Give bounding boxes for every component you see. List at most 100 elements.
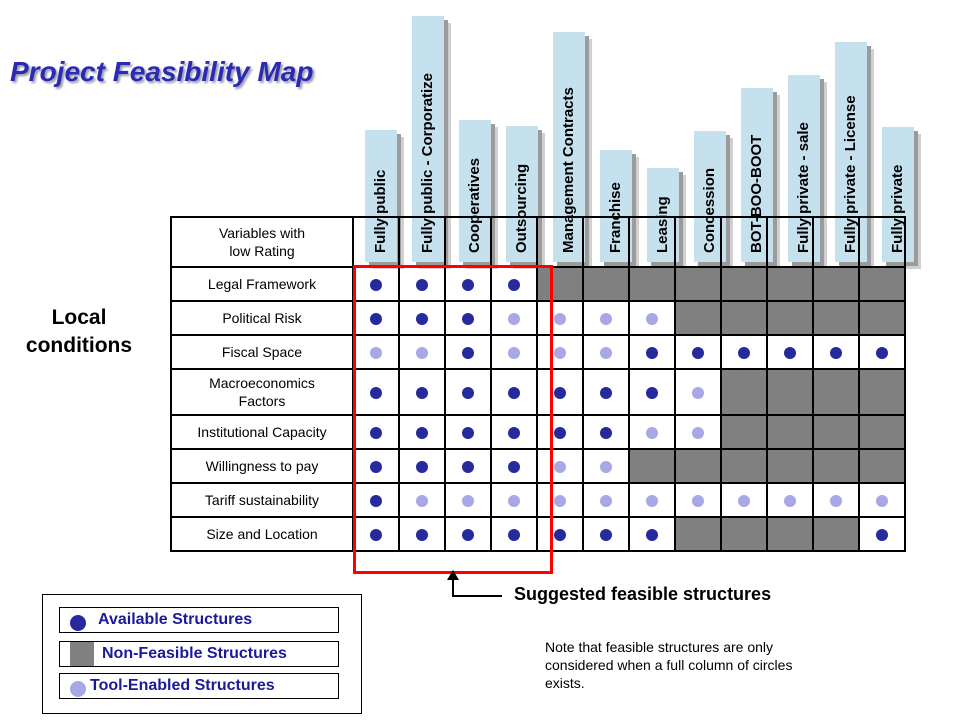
variable-label-cell: Size and Location bbox=[170, 516, 354, 552]
variable-label: Willingness to pay bbox=[205, 458, 319, 474]
available-cell bbox=[444, 300, 492, 336]
tool-enabled-circle-icon bbox=[554, 313, 566, 326]
non-feasible-cell bbox=[536, 266, 584, 302]
non-feasible-cell bbox=[674, 516, 722, 552]
available-circle-icon bbox=[600, 529, 612, 542]
available-cell bbox=[720, 334, 768, 370]
legend-tool-enabled: Tool-Enabled Structures bbox=[59, 673, 339, 699]
tool-enabled-circle-icon bbox=[830, 495, 842, 508]
available-circle-icon bbox=[876, 347, 888, 360]
matrix-row: Willingness to pay bbox=[170, 448, 906, 484]
available-circle-icon bbox=[830, 347, 842, 360]
tool-enabled-cell bbox=[582, 448, 630, 484]
tool-enabled-cell bbox=[582, 300, 630, 336]
tool-enabled-circle-icon bbox=[70, 681, 86, 697]
available-circle-icon bbox=[462, 347, 474, 360]
tool-enabled-cell bbox=[490, 334, 538, 370]
variable-label-cell: Institutional Capacity bbox=[170, 414, 354, 450]
suggested-structures-label: Suggested feasible structures bbox=[514, 584, 772, 604]
available-circle-icon bbox=[370, 427, 382, 440]
available-cell bbox=[628, 516, 676, 552]
available-cell bbox=[582, 368, 630, 416]
available-circle-icon bbox=[554, 529, 566, 542]
header-spacer bbox=[490, 216, 538, 268]
arrow-shaft bbox=[452, 574, 454, 596]
tool-enabled-cell bbox=[674, 368, 722, 416]
feasibility-note: Note that feasible structures are only c… bbox=[545, 639, 793, 691]
available-cell bbox=[490, 516, 538, 552]
available-cell bbox=[490, 414, 538, 450]
tool-enabled-circle-icon bbox=[692, 427, 704, 440]
tool-enabled-circle-icon bbox=[554, 495, 566, 508]
variable-label: Size and Location bbox=[206, 526, 318, 542]
variables-header-cell: Variables with low Rating bbox=[170, 216, 354, 268]
tool-enabled-circle-icon bbox=[462, 495, 474, 508]
tool-enabled-cell bbox=[536, 482, 584, 518]
available-circle-icon bbox=[370, 313, 382, 326]
available-cell bbox=[398, 300, 446, 336]
available-circle-icon bbox=[646, 347, 658, 360]
tool-enabled-cell bbox=[858, 482, 906, 518]
available-cell bbox=[858, 334, 906, 370]
available-cell bbox=[628, 368, 676, 416]
available-circle-icon bbox=[508, 461, 520, 474]
header-spacer bbox=[582, 216, 630, 268]
non-feasible-cell bbox=[674, 448, 722, 484]
available-circle-icon bbox=[416, 461, 428, 474]
non-feasible-cell bbox=[812, 300, 860, 336]
matrix-row: Legal Framework bbox=[170, 266, 906, 302]
variable-label: Fiscal Space bbox=[221, 344, 303, 360]
available-cell bbox=[352, 482, 400, 518]
available-circle-icon bbox=[462, 387, 474, 400]
available-circle-icon bbox=[370, 529, 382, 542]
available-cell bbox=[398, 368, 446, 416]
arrow-connector bbox=[452, 595, 502, 597]
tool-enabled-cell bbox=[628, 300, 676, 336]
tool-enabled-cell bbox=[398, 334, 446, 370]
tool-enabled-cell bbox=[812, 482, 860, 518]
tool-enabled-cell bbox=[628, 414, 676, 450]
header-spacer bbox=[444, 216, 492, 268]
variable-label: Macroeconomics bbox=[209, 375, 315, 391]
variable-label-cell: Legal Framework bbox=[170, 266, 354, 302]
tool-enabled-circle-icon bbox=[416, 495, 428, 508]
available-circle-icon bbox=[646, 529, 658, 542]
header-spacer bbox=[536, 216, 584, 268]
available-circle-icon bbox=[70, 615, 86, 631]
available-circle-icon bbox=[738, 347, 750, 360]
non-feasible-cell bbox=[766, 414, 814, 450]
tool-enabled-circle-icon bbox=[646, 313, 658, 326]
non-feasible-cell bbox=[812, 368, 860, 416]
available-cell bbox=[444, 414, 492, 450]
non-feasible-cell bbox=[766, 448, 814, 484]
available-circle-icon bbox=[416, 313, 428, 326]
tool-enabled-cell bbox=[490, 300, 538, 336]
available-cell bbox=[490, 368, 538, 416]
variables-header-line-1: Variables with bbox=[218, 225, 306, 241]
available-circle-icon bbox=[646, 387, 658, 400]
available-cell bbox=[490, 448, 538, 484]
available-cell bbox=[398, 266, 446, 302]
non-feasible-square-icon bbox=[70, 642, 94, 666]
tool-enabled-cell bbox=[582, 482, 630, 518]
available-cell bbox=[674, 334, 722, 370]
header-spacer bbox=[766, 216, 814, 268]
non-feasible-cell bbox=[582, 266, 630, 302]
tool-enabled-cell bbox=[766, 482, 814, 518]
tool-enabled-circle-icon bbox=[692, 495, 704, 508]
variable-label: Legal Framework bbox=[207, 276, 317, 292]
tool-enabled-cell bbox=[674, 482, 722, 518]
available-cell bbox=[536, 368, 584, 416]
non-feasible-cell bbox=[674, 300, 722, 336]
tool-enabled-circle-icon bbox=[876, 495, 888, 508]
non-feasible-cell bbox=[720, 266, 768, 302]
tool-enabled-circle-icon bbox=[784, 495, 796, 508]
available-circle-icon bbox=[416, 529, 428, 542]
tool-enabled-circle-icon bbox=[646, 495, 658, 508]
available-cell bbox=[490, 266, 538, 302]
header-spacer bbox=[398, 216, 446, 268]
available-cell bbox=[628, 334, 676, 370]
available-circle-icon bbox=[508, 279, 520, 292]
suggested-structures-highlight bbox=[353, 265, 553, 574]
